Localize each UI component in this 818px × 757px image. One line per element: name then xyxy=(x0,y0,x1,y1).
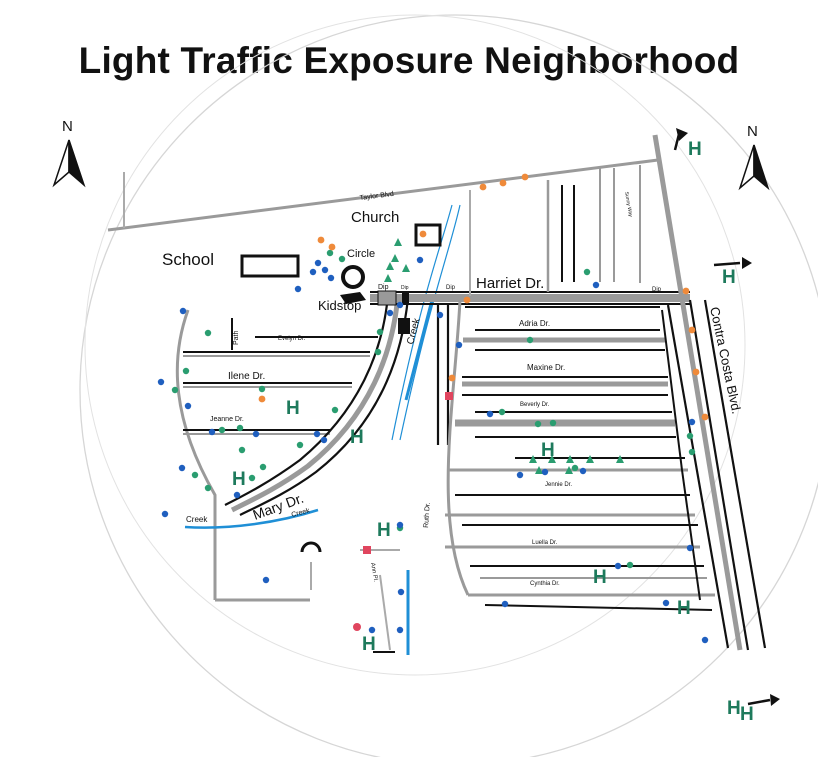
road-harriet-dr xyxy=(370,291,690,305)
label-dip-2: Dip xyxy=(401,285,409,291)
h-marker-10: H xyxy=(362,634,376,655)
label-sunny-way: Sunny Way xyxy=(623,191,633,218)
label-evelyn-dr: Evelyn Dr. xyxy=(278,336,306,342)
red-markers xyxy=(353,392,453,631)
label-taylor-blvd: Taylor Blvd xyxy=(359,191,394,202)
kidstop-marker xyxy=(340,292,366,304)
h-marker-4: H xyxy=(350,427,364,448)
h-markers: H H H H H H H H H H H H xyxy=(232,139,754,725)
label-school: School xyxy=(162,250,214,269)
h-marker-12: H xyxy=(740,704,754,725)
mary-drive xyxy=(224,294,410,516)
circle-landmark xyxy=(341,265,365,289)
map-title: Light Traffic Exposure Neighborhood xyxy=(78,40,740,81)
label-adria-dr: Adria Dr. xyxy=(519,319,550,328)
harriet-dip-blocks xyxy=(377,290,410,334)
school-building xyxy=(240,254,300,278)
outer-range-ring xyxy=(79,14,818,757)
label-creek-west: Creek xyxy=(186,515,208,524)
arrow-southeast-icon xyxy=(747,698,771,706)
label-side-road: Ann Pl. xyxy=(369,562,378,582)
h-marker-6: H xyxy=(541,440,555,461)
label-ilene-dr: Ilene Dr. xyxy=(228,371,265,382)
north-arrow-right-icon: N xyxy=(738,123,770,191)
h-marker-9: H xyxy=(677,598,691,619)
direction-arrows xyxy=(673,128,780,706)
label-luella-dr: Luella Dr. xyxy=(532,540,558,546)
green-markers xyxy=(171,249,696,569)
label-dip-3: Dip xyxy=(446,285,456,291)
road-west-loop xyxy=(175,309,217,600)
label-dip-1: Dip xyxy=(378,284,389,291)
label-jeanne-dr: Jeanne Dr. xyxy=(210,416,244,423)
blue-markers xyxy=(157,256,709,644)
label-dip-4: Dip xyxy=(652,287,662,293)
road-contra-costa-blvd xyxy=(652,134,767,651)
h-marker-7: H xyxy=(377,520,391,541)
label-creek-small: Creek xyxy=(291,507,311,519)
label-jennie-dr: Jennie Dr. xyxy=(545,482,572,488)
green-triangle-markers xyxy=(384,238,624,474)
label-contra-costa-blvd: Contra Costa Blvd. xyxy=(707,306,744,416)
h-marker-5: H xyxy=(232,469,246,490)
label-kidstop: Kidstop xyxy=(318,298,361,313)
label-maxine-dr: Maxine Dr. xyxy=(527,363,565,372)
h-marker-1: H xyxy=(688,139,702,160)
creek-water xyxy=(184,204,461,655)
church-building xyxy=(414,223,442,247)
label-harriet-dr: Harriet Dr. xyxy=(476,275,544,292)
north-label-right: N xyxy=(747,123,758,140)
inner-range-ring xyxy=(84,14,746,676)
orange-markers xyxy=(258,173,709,421)
h-marker-8: H xyxy=(593,567,607,588)
label-ruth-dr: Ruth Dr. xyxy=(423,502,432,528)
label-path: Path xyxy=(233,330,240,345)
h-marker-3: H xyxy=(286,398,300,419)
label-cynthia-dr: Cynthia Dr. xyxy=(530,581,560,587)
label-circle: Circle xyxy=(347,248,375,260)
label-church: Church xyxy=(351,209,399,226)
north-label-left: N xyxy=(62,118,73,135)
northeast-streets xyxy=(469,165,641,296)
north-arrow-left-icon: N xyxy=(52,118,86,188)
southwest-features xyxy=(300,541,400,651)
east-streets xyxy=(436,299,715,611)
road-taylor-blvd xyxy=(107,158,659,232)
h-marker-11: H xyxy=(727,698,741,719)
arrow-east-icon xyxy=(713,261,741,267)
h-marker-2: H xyxy=(722,267,736,288)
label-beverly-dr: Beverly Dr. xyxy=(520,402,550,408)
